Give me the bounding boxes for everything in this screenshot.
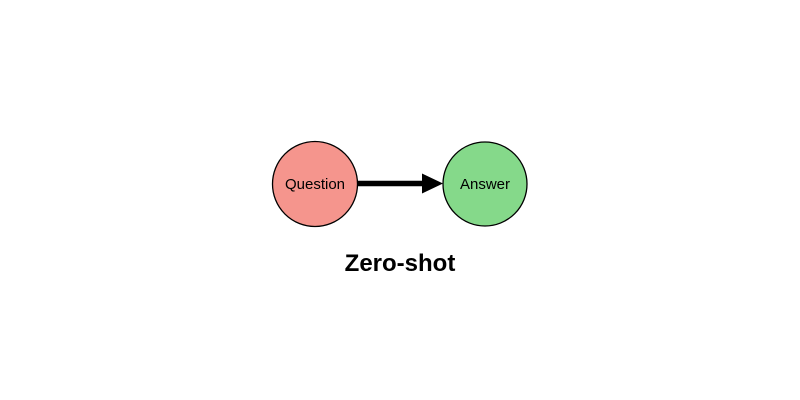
arrow-head-icon: [422, 173, 443, 194]
answer-node: Answer: [442, 141, 528, 227]
question-node: Question: [271, 140, 359, 228]
diagram-caption: Zero-shot: [345, 250, 456, 277]
arrow: [358, 173, 443, 194]
question-node-label: Question: [285, 176, 345, 193]
answer-node-label: Answer: [460, 176, 510, 193]
question-circle: [271, 140, 359, 228]
answer-circle: [442, 141, 528, 227]
